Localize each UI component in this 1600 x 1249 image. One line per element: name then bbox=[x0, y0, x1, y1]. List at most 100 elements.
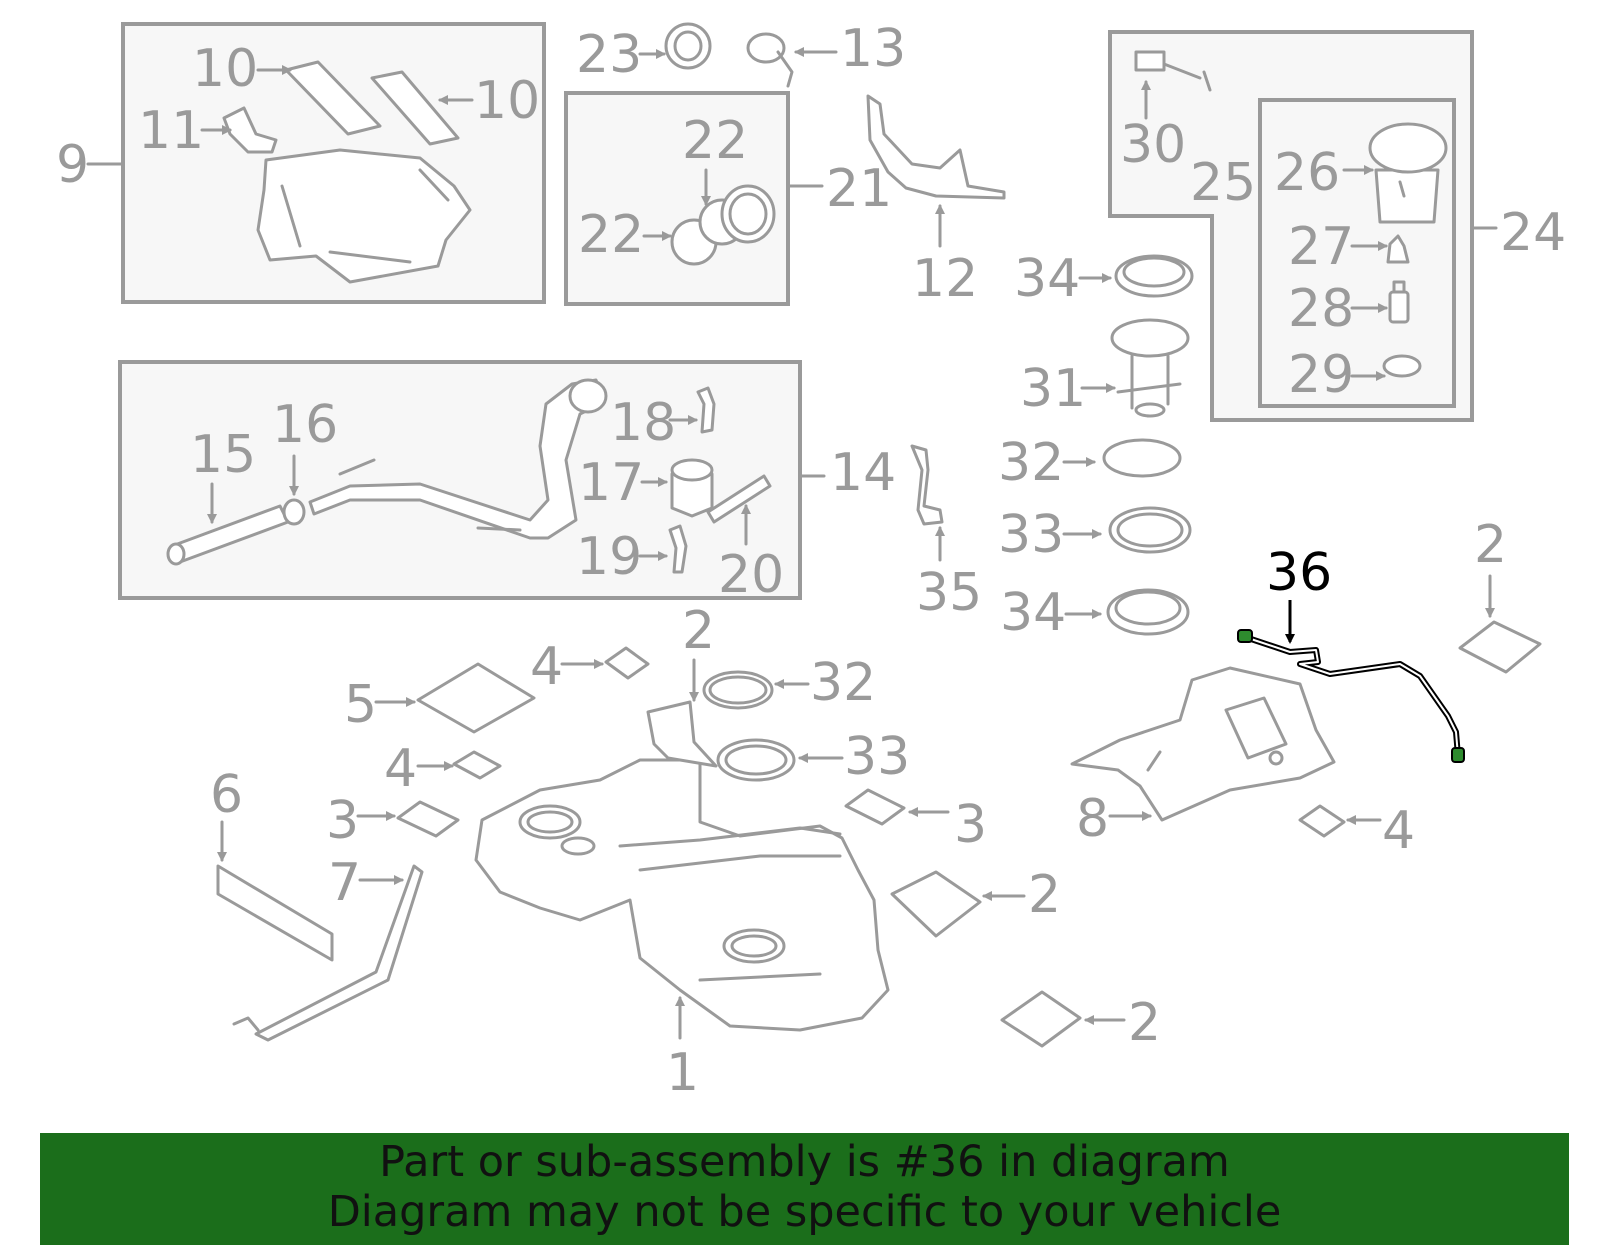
label-33a: 33 bbox=[998, 505, 1102, 565]
label-2a: 2 bbox=[682, 601, 715, 702]
label-23: 23 bbox=[576, 25, 666, 85]
part-2-pad-bottom[interactable] bbox=[1000, 990, 1082, 1048]
label-33b: 33 bbox=[798, 727, 910, 787]
part-4-pad-right[interactable] bbox=[1298, 804, 1346, 838]
banner-line-1: Part or sub-assembly is #36 in diagram bbox=[379, 1137, 1230, 1187]
info-banner: Part or sub-assembly is #36 in diagram D… bbox=[40, 1133, 1569, 1245]
svg-text:35: 35 bbox=[916, 563, 982, 623]
part-33-seal[interactable] bbox=[1108, 506, 1192, 554]
group-box-9 bbox=[86, 22, 546, 304]
part-3-pad-left[interactable] bbox=[396, 800, 460, 838]
part-18-hose[interactable] bbox=[696, 386, 716, 434]
part-35-sensor[interactable] bbox=[910, 444, 944, 526]
part-6-strip[interactable] bbox=[216, 864, 334, 962]
svg-text:29: 29 bbox=[1288, 345, 1354, 405]
label-2c: 2 bbox=[982, 865, 1061, 925]
svg-text:2: 2 bbox=[1474, 515, 1507, 575]
part-4-pad-mid[interactable] bbox=[452, 750, 502, 780]
svg-text:4: 4 bbox=[530, 637, 563, 697]
part-3-pad-right[interactable] bbox=[844, 788, 906, 826]
part-7-strap[interactable] bbox=[254, 864, 424, 1042]
part-34-lock-ring-b[interactable] bbox=[1106, 588, 1190, 636]
label-18: 18 bbox=[610, 393, 698, 453]
part-33-seal-lower[interactable] bbox=[716, 738, 796, 782]
svg-text:8: 8 bbox=[1076, 789, 1109, 849]
part-34-lock-ring-a[interactable] bbox=[1114, 254, 1194, 298]
label-3b: 3 bbox=[908, 795, 987, 855]
part-23-grommet[interactable] bbox=[664, 22, 712, 70]
part-20-pad[interactable] bbox=[706, 474, 772, 524]
label-5: 5 bbox=[344, 675, 416, 735]
part-9-shield[interactable] bbox=[256, 148, 472, 284]
svg-text:10: 10 bbox=[192, 39, 258, 99]
part-13-clamp[interactable] bbox=[746, 32, 794, 88]
part-2-pad-top[interactable] bbox=[646, 700, 718, 768]
svg-text:6: 6 bbox=[210, 765, 243, 825]
svg-text:26: 26 bbox=[1274, 143, 1340, 203]
label-4b: 4 bbox=[384, 739, 454, 799]
part-32-gasket-lower[interactable] bbox=[702, 670, 774, 710]
svg-text:15: 15 bbox=[190, 425, 256, 485]
svg-text:23: 23 bbox=[576, 25, 642, 85]
svg-text:11: 11 bbox=[138, 101, 204, 161]
part-2-pad-mid[interactable] bbox=[890, 870, 982, 938]
label-2b: 2 bbox=[1474, 515, 1507, 618]
banner-line-2: Diagram may not be specific to your vehi… bbox=[327, 1187, 1282, 1237]
svg-text:34: 34 bbox=[1014, 249, 1080, 309]
label-10a: 10 bbox=[192, 39, 292, 99]
part-11-bracket[interactable] bbox=[222, 106, 278, 154]
svg-text:10: 10 bbox=[474, 71, 540, 131]
part-16-clamp[interactable] bbox=[282, 498, 306, 526]
svg-text:2: 2 bbox=[1128, 993, 1161, 1053]
label-12: 12 bbox=[912, 204, 978, 309]
svg-text:24: 24 bbox=[1500, 203, 1566, 263]
part-19-hose[interactable] bbox=[668, 524, 688, 574]
svg-text:32: 32 bbox=[810, 653, 876, 713]
part-26-pump[interactable] bbox=[1374, 168, 1440, 224]
label-15: 15 bbox=[190, 425, 256, 524]
label-4a: 4 bbox=[530, 637, 604, 697]
svg-text:2: 2 bbox=[682, 601, 715, 661]
svg-text:7: 7 bbox=[328, 853, 361, 913]
svg-text:16: 16 bbox=[272, 395, 338, 455]
svg-text:28: 28 bbox=[1288, 279, 1354, 339]
label-9: 9 bbox=[56, 135, 89, 195]
svg-text:17: 17 bbox=[578, 453, 644, 513]
label-32b: 32 bbox=[774, 653, 876, 713]
svg-text:21: 21 bbox=[826, 159, 892, 219]
label-11: 11 bbox=[138, 101, 232, 161]
part-32-gasket[interactable] bbox=[1102, 438, 1182, 478]
part-27-valve[interactable] bbox=[1386, 234, 1410, 264]
svg-text:19: 19 bbox=[576, 527, 642, 587]
part-36-fuel-line[interactable] bbox=[1237, 629, 1465, 763]
part-5-pad[interactable] bbox=[416, 662, 536, 734]
label-10b: 10 bbox=[438, 71, 540, 131]
part-10-plate-b[interactable] bbox=[370, 70, 460, 146]
part-2-pad-right[interactable] bbox=[1458, 620, 1542, 674]
part-30-sender[interactable] bbox=[1134, 50, 1166, 72]
part-1-fuel-tank[interactable] bbox=[474, 758, 890, 1032]
part-4-pad-top[interactable] bbox=[604, 646, 650, 680]
svg-text:3: 3 bbox=[954, 795, 987, 855]
group-box-14 bbox=[118, 360, 826, 600]
part-28-filter[interactable] bbox=[1388, 290, 1410, 324]
part-8-shield[interactable] bbox=[1070, 666, 1336, 822]
svg-text:34: 34 bbox=[1000, 583, 1066, 643]
label-26: 26 bbox=[1274, 143, 1374, 203]
label-29: 29 bbox=[1288, 345, 1386, 405]
label-32a: 32 bbox=[998, 433, 1096, 493]
label-19: 19 bbox=[576, 527, 668, 587]
part-31-level-sender[interactable] bbox=[1110, 318, 1190, 418]
label-4c: 4 bbox=[1346, 801, 1415, 861]
svg-text:13: 13 bbox=[840, 19, 906, 79]
svg-text:27: 27 bbox=[1288, 217, 1354, 277]
svg-text:32: 32 bbox=[998, 433, 1064, 493]
svg-text:1: 1 bbox=[666, 1043, 699, 1103]
label-1: 1 bbox=[666, 996, 699, 1103]
label-3a: 3 bbox=[326, 791, 396, 851]
part-10-plate-a[interactable] bbox=[284, 60, 382, 136]
part-29-regulator[interactable] bbox=[1382, 354, 1422, 378]
label-7: 7 bbox=[328, 853, 404, 913]
part-12-heat-shield[interactable] bbox=[866, 94, 1006, 200]
